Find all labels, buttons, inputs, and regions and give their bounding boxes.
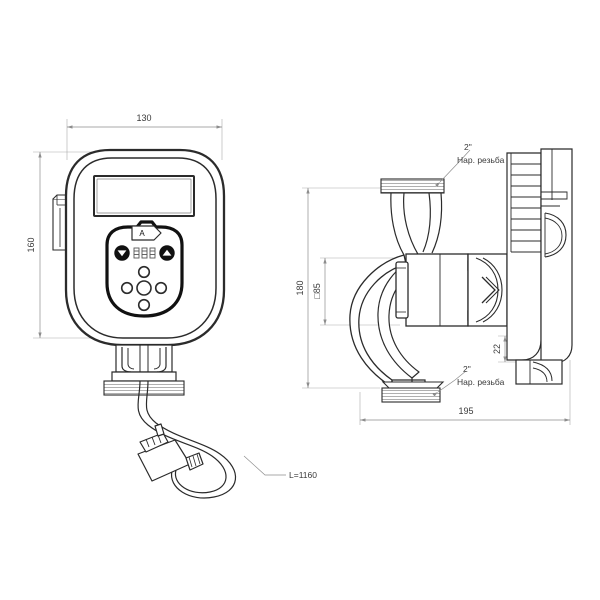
keypad-button-right[interactable] [154,281,168,295]
up-arrow-button[interactable] [159,245,175,261]
cable-length-callout: L=1160 [243,455,317,480]
dimension-overall-length-label: 195 [458,406,473,416]
front-threaded-flange [103,380,185,396]
power-cable [137,380,237,499]
motor-housing-canister [467,253,508,327]
terminal-box [506,148,573,364]
dimension-width-label: 130 [136,113,151,123]
led-bar [141,247,148,259]
thread-size-bottom-label: 2" [463,364,471,374]
dimension-overall-length-195: 195 [360,406,570,422]
lcd-display-inner [96,178,192,214]
thread-type-bottom-label: Нар. резьба [457,377,505,387]
led-bar [149,247,156,259]
thread-callout-bottom: 2" Нар. резьба [432,364,505,397]
dimension-height-label: 160 [26,237,36,252]
pump-volute-inner [377,255,425,379]
keypad-button-left[interactable] [120,281,134,295]
dimension-offset-22: 22 [492,336,507,362]
down-arrow-button[interactable] [114,245,130,261]
dimension-offset-label: 22 [492,344,502,354]
led-indicator-bars [133,247,156,259]
thread-type-top-label: Нар. резьба [457,155,505,165]
thread-callout-top: 2" Нар. резьба [434,142,505,188]
dimension-overall-height-label: 180 [295,280,305,295]
dimension-body-height-label: □85 [312,283,322,298]
keypad-button-center[interactable] [136,280,152,296]
top-threaded-flange [380,178,445,194]
dimension-body-height-85: □85 [312,258,327,325]
keypad-button-down[interactable] [137,298,151,312]
thread-size-top-label: 2" [464,142,472,152]
side-connector-tab [52,194,67,251]
keypad-circles[interactable] [120,265,168,312]
cable-length-label: L=1160 [289,470,317,480]
auto-mode-badge[interactable]: A [131,225,162,241]
front-pipe-neck [111,344,177,382]
dimension-width-130: 130 [67,113,222,129]
dimension-overall-height-180: 180 [295,188,310,388]
keypad-button-up[interactable] [137,265,151,279]
motor-stator-block [395,253,477,327]
front-view: 130 160 A [26,113,317,499]
power-plug [137,423,204,482]
cable-gland [515,359,563,385]
side-view: 180 □85 195 22 [295,142,573,425]
volute-upper-arms [390,192,443,257]
terminal-box-fins [510,153,541,253]
bottom-threaded-flange [381,381,445,403]
led-bar [133,247,140,259]
auto-mode-label: A [139,229,145,238]
dimension-height-160: 160 [26,152,42,338]
